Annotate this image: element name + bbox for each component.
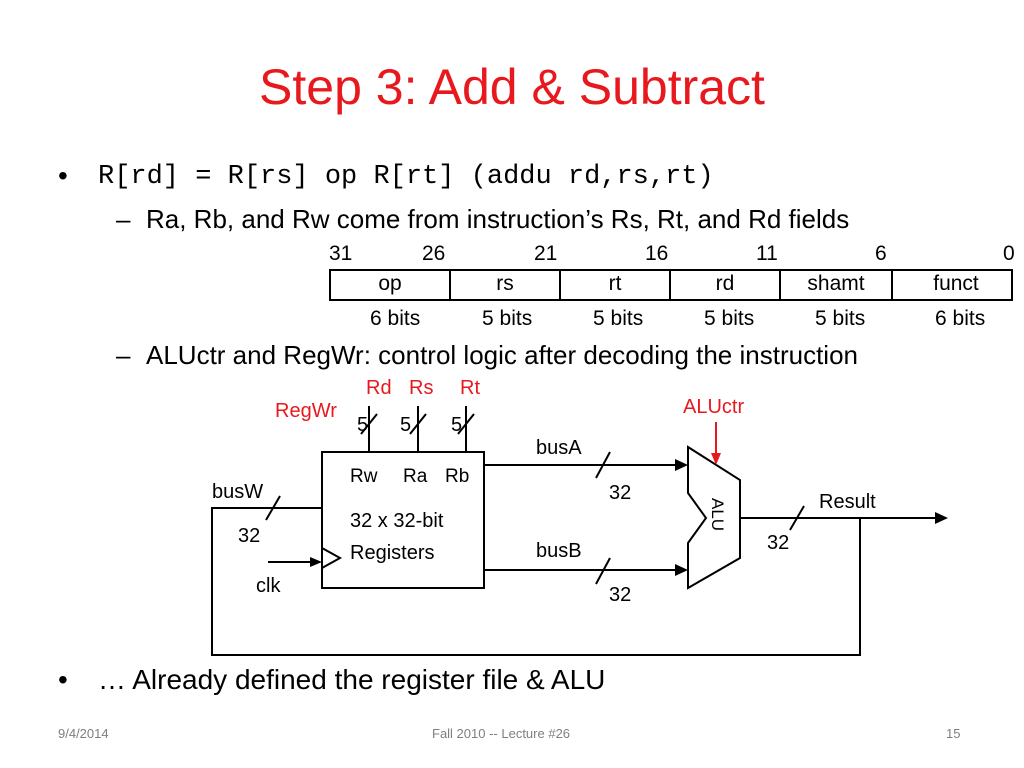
- alu-block: [687, 445, 741, 590]
- bullet-marker: •: [58, 160, 68, 191]
- width-rs: 5: [400, 414, 411, 436]
- port-rb: Rb: [445, 466, 469, 487]
- port-ra: Ra: [403, 466, 428, 487]
- field-width: 5 bits: [815, 307, 866, 330]
- rs-label: Rs: [409, 377, 433, 399]
- sub-bullet-control: ALUctr and RegWr: control logic after de…: [146, 340, 858, 370]
- width-rt: 5: [451, 414, 462, 436]
- result-width: 32: [767, 532, 789, 554]
- slide-title: Step 3: Add & Subtract: [259, 59, 765, 115]
- sub-bullet-marker: –: [116, 340, 131, 370]
- regfile-line2: Registers: [350, 542, 434, 564]
- field-width: 5 bits: [704, 307, 755, 330]
- field-width: 5 bits: [593, 307, 644, 330]
- register-file: [321, 451, 485, 589]
- width-rd: 5: [357, 414, 368, 436]
- field-width: 5 bits: [482, 307, 533, 330]
- busw-wire: [211, 507, 861, 656]
- busa-width: 32: [609, 482, 631, 504]
- alu-label: ALU: [708, 498, 727, 531]
- bit-position: 16: [645, 242, 669, 265]
- field-funct: funct: [933, 272, 979, 295]
- sub-bullet-fields: Ra, Rb, and Rw come from instruction’s R…: [146, 204, 850, 234]
- bullet-text-rtl: R[rd] = R[rs] op R[rt] (addu rd,rs,rt): [98, 162, 714, 192]
- field-shamt: shamt: [807, 272, 865, 295]
- bit-position: 6: [875, 242, 887, 265]
- regwr-label: RegWr: [275, 400, 337, 422]
- bullet-marker: •: [58, 664, 68, 695]
- field-width: 6 bits: [935, 307, 986, 330]
- instruction-format-box: [329, 269, 1013, 301]
- bit-position: 26: [422, 242, 446, 265]
- busw-label: busW: [212, 481, 263, 503]
- clk-label: clk: [256, 575, 281, 597]
- regfile-line1: 32 x 32-bit: [350, 510, 444, 532]
- bit-position: 11: [756, 242, 778, 265]
- clock-triangle: [321, 547, 343, 569]
- bit-position: 21: [534, 242, 558, 265]
- aluctr-label: ALUctr: [683, 396, 744, 418]
- port-rw: Rw: [350, 466, 378, 487]
- field-rs: rs: [496, 272, 514, 295]
- field-rd: rd: [715, 272, 735, 295]
- bit-position: 0: [1003, 242, 1015, 265]
- rd-label: Rd: [366, 377, 392, 399]
- footer-page-number: 15: [946, 726, 961, 741]
- result-label: Result: [819, 491, 876, 513]
- footer-course: Fall 2010 -- Lecture #26: [432, 726, 571, 741]
- clk-arrowhead: [310, 557, 322, 567]
- field-rt: rt: [608, 272, 622, 295]
- busa-label: busA: [536, 437, 582, 459]
- bullet-text-defined: … Already defined the register file & AL…: [98, 664, 606, 695]
- bit-position: 31: [329, 242, 353, 265]
- field-width: 6 bits: [370, 307, 421, 330]
- field-op: op: [378, 272, 402, 295]
- busb-label: busB: [536, 540, 582, 562]
- busb-width: 32: [609, 584, 631, 606]
- footer-date: 9/4/2014: [58, 726, 109, 741]
- busw-width: 32: [238, 525, 260, 547]
- sub-bullet-marker: –: [116, 204, 131, 234]
- rt-label: Rt: [460, 377, 480, 399]
